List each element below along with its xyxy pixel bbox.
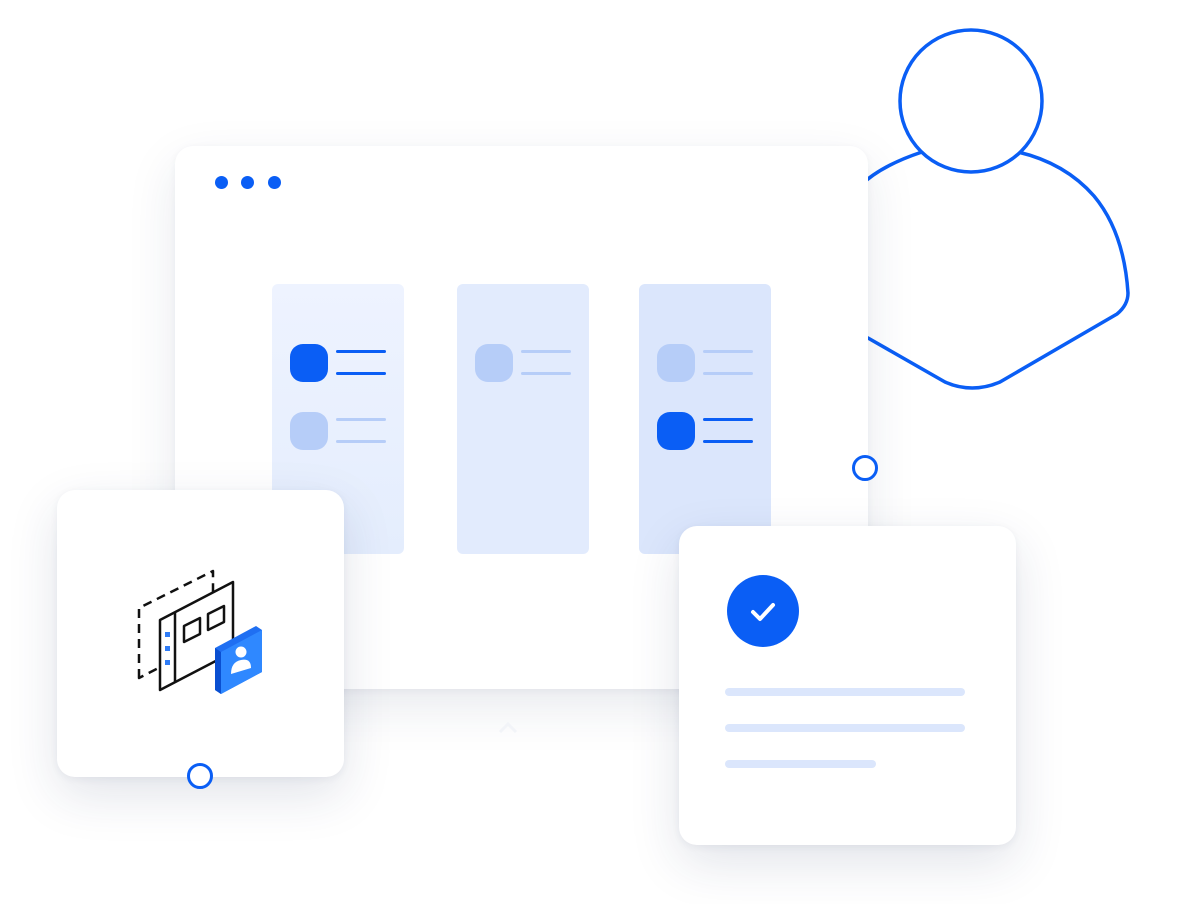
text-line bbox=[725, 724, 965, 732]
text-line bbox=[703, 350, 753, 353]
avatar bbox=[290, 344, 328, 382]
list-item[interactable] bbox=[657, 344, 753, 382]
board-column bbox=[457, 284, 589, 554]
avatar bbox=[657, 344, 695, 382]
confirmation-card bbox=[679, 526, 1016, 845]
window-dot[interactable] bbox=[215, 176, 228, 189]
connector-node[interactable] bbox=[852, 455, 878, 481]
check-icon bbox=[751, 603, 775, 621]
avatar bbox=[475, 344, 513, 382]
text-line bbox=[703, 418, 753, 421]
list-item[interactable] bbox=[475, 344, 571, 382]
window-dot[interactable] bbox=[268, 176, 281, 189]
text-line bbox=[336, 418, 386, 421]
layout-user-icon bbox=[137, 569, 262, 694]
text-line bbox=[725, 688, 965, 696]
text-line bbox=[703, 372, 753, 375]
avatar bbox=[290, 412, 328, 450]
list-item[interactable] bbox=[657, 412, 753, 450]
feature-card bbox=[57, 490, 344, 777]
text-line bbox=[336, 440, 386, 443]
list-item[interactable] bbox=[290, 344, 386, 382]
text-line bbox=[336, 350, 386, 353]
text-line bbox=[725, 760, 876, 768]
check-badge bbox=[727, 575, 799, 647]
text-line bbox=[521, 372, 571, 375]
board-column bbox=[639, 284, 771, 554]
list-item[interactable] bbox=[290, 412, 386, 450]
text-line bbox=[336, 372, 386, 375]
connector-node[interactable] bbox=[187, 763, 213, 789]
chevron-up-icon bbox=[498, 721, 518, 734]
text-line bbox=[521, 350, 571, 353]
window-dot[interactable] bbox=[241, 176, 254, 189]
avatar bbox=[657, 412, 695, 450]
text-line bbox=[703, 440, 753, 443]
